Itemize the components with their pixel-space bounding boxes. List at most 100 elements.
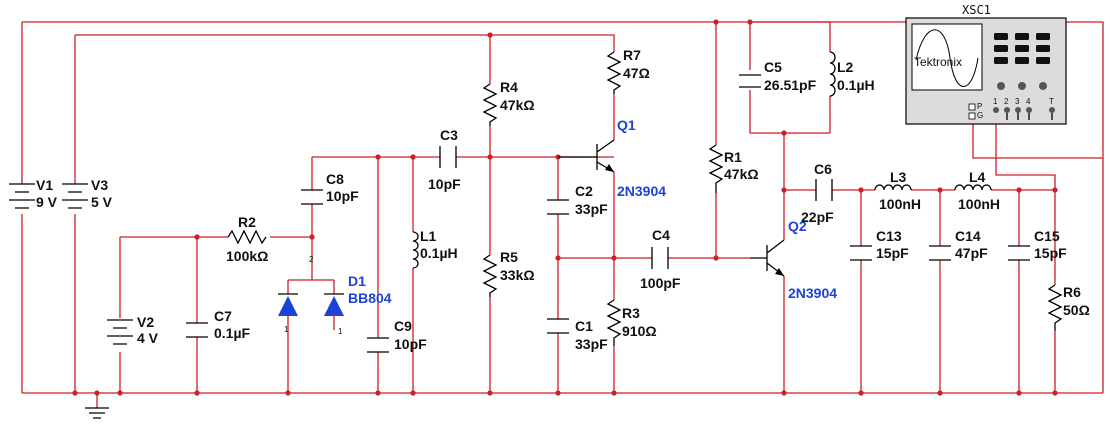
capacitor-c4	[651, 247, 669, 269]
c2-ref: C2	[575, 183, 593, 199]
wire-emitter-node	[558, 172, 750, 393]
scope-ref-label: XSC1	[962, 3, 991, 17]
scope-terminal-p: P	[977, 102, 982, 111]
l4-ref: L4	[969, 169, 986, 185]
c3-value: 10pF	[428, 176, 461, 192]
c1-ref: C1	[575, 318, 593, 334]
battery-v2	[107, 319, 133, 345]
scope-buttons	[994, 33, 1050, 64]
c1-value: 33pF	[575, 336, 608, 352]
inductor-l1	[412, 231, 419, 269]
wire-rail-5v	[75, 34, 615, 52]
c14-value: 47pF	[955, 245, 988, 261]
v3-ref: V3	[91, 177, 108, 193]
transistor-q1	[558, 139, 615, 173]
wires	[21, 21, 1104, 408]
r5-ref: R5	[500, 249, 518, 265]
c15-value: 15pF	[1034, 245, 1067, 261]
inductor-l2	[829, 51, 836, 97]
scope-terminal-g: G	[977, 111, 983, 120]
wire-c8	[287, 157, 335, 393]
l2-ref: L2	[837, 59, 854, 75]
v1-value: 9 V	[36, 194, 58, 210]
r3-ref: R3	[622, 305, 640, 321]
v3-value: 5 V	[91, 194, 113, 210]
c9-ref: C9	[394, 318, 412, 334]
c6-ref: C6	[814, 161, 832, 177]
r4-ref: R4	[500, 79, 518, 95]
scope-knobs	[997, 82, 1047, 90]
varactor-d1: 2 1 1	[278, 255, 344, 336]
resistor-r6	[1047, 284, 1063, 331]
wire-v2	[119, 236, 312, 393]
ground-symbol	[85, 407, 109, 419]
r1-ref: R1	[724, 149, 742, 165]
r5-value: 33kΩ	[500, 267, 535, 283]
resistor-r2	[227, 229, 267, 245]
r6-ref: R6	[1063, 284, 1081, 300]
q1-ref: Q1	[617, 117, 636, 133]
r4-value: 47kΩ	[500, 97, 535, 113]
r2-ref: R2	[238, 214, 256, 230]
l2-value: 0.1µH	[837, 77, 875, 93]
r2-value: 100kΩ	[226, 248, 268, 264]
component-labels: V1 9 V V3 5 V V2 4 V R2 100kΩ C7 0.1µF C…	[36, 47, 1090, 352]
c8-value: 10pF	[326, 188, 359, 204]
c13-ref: C13	[876, 228, 902, 244]
capacitor-c5	[739, 74, 761, 88]
svg-text:2: 2	[309, 255, 314, 264]
v2-ref: V2	[137, 314, 154, 330]
q2-value: 2N3904	[788, 285, 837, 301]
c5-value: 26.51pF	[764, 77, 817, 93]
svg-text:1: 1	[338, 327, 343, 336]
capacitor-c6	[815, 179, 833, 201]
scope-terminals: P G 1 2 3 4 T	[968, 97, 1055, 120]
resistor-r7	[606, 51, 622, 94]
capacitor-c3	[439, 146, 457, 168]
v2-value: 4 V	[137, 330, 159, 346]
l1-value: 0.1µH	[420, 245, 458, 261]
oscilloscope-xsc1[interactable]: Tektronix P G 1 2 3 4 T	[905, 17, 1067, 125]
q1-value: 2N3904	[617, 183, 666, 199]
inductor-l4	[954, 184, 992, 191]
r3-value: 910Ω	[622, 323, 657, 339]
c9-value: 10pF	[394, 336, 427, 352]
inductor-l3	[874, 184, 912, 191]
wire-scope-probe	[995, 110, 1056, 190]
r7-value: 47Ω	[623, 65, 650, 81]
scope-waveform	[915, 29, 979, 87]
capacitor-c1	[547, 318, 569, 334]
l4-value: 100nH	[958, 196, 1000, 212]
d1-value: BB804	[348, 290, 392, 306]
scope-brand: Tektronix	[914, 55, 962, 69]
wire-rail-9v	[22, 21, 1104, 393]
junctions	[72, 19, 1058, 396]
battery-v1	[9, 183, 35, 209]
scope-terminal-1: 1	[993, 97, 998, 106]
r1-value: 47kΩ	[724, 166, 759, 182]
wire-scope-ground	[972, 118, 1103, 159]
c8-ref: C8	[326, 171, 344, 187]
c5-ref: C5	[764, 59, 782, 75]
battery-v3	[62, 183, 88, 209]
r7-ref: R7	[623, 47, 641, 63]
c6-value: 22pF	[801, 209, 834, 225]
v1-ref: V1	[36, 177, 53, 193]
transistor-q2	[750, 239, 785, 277]
wire-output	[784, 189, 1056, 393]
resistor-r3	[606, 299, 622, 346]
l1-ref: L1	[420, 228, 437, 244]
c15-ref: C15	[1034, 228, 1060, 244]
resistor-r4	[482, 83, 498, 126]
wire-c5-l2	[749, 21, 831, 240]
capacitor-c9	[367, 337, 389, 353]
c7-ref: C7	[214, 308, 232, 324]
c4-value: 100pF	[640, 275, 681, 291]
scope-terminal-4: 4	[1026, 97, 1031, 106]
capacitor-c7	[186, 322, 208, 338]
d1-ref: D1	[348, 273, 366, 289]
r6-value: 50Ω	[1063, 302, 1090, 318]
c2-value: 33pF	[575, 201, 608, 217]
